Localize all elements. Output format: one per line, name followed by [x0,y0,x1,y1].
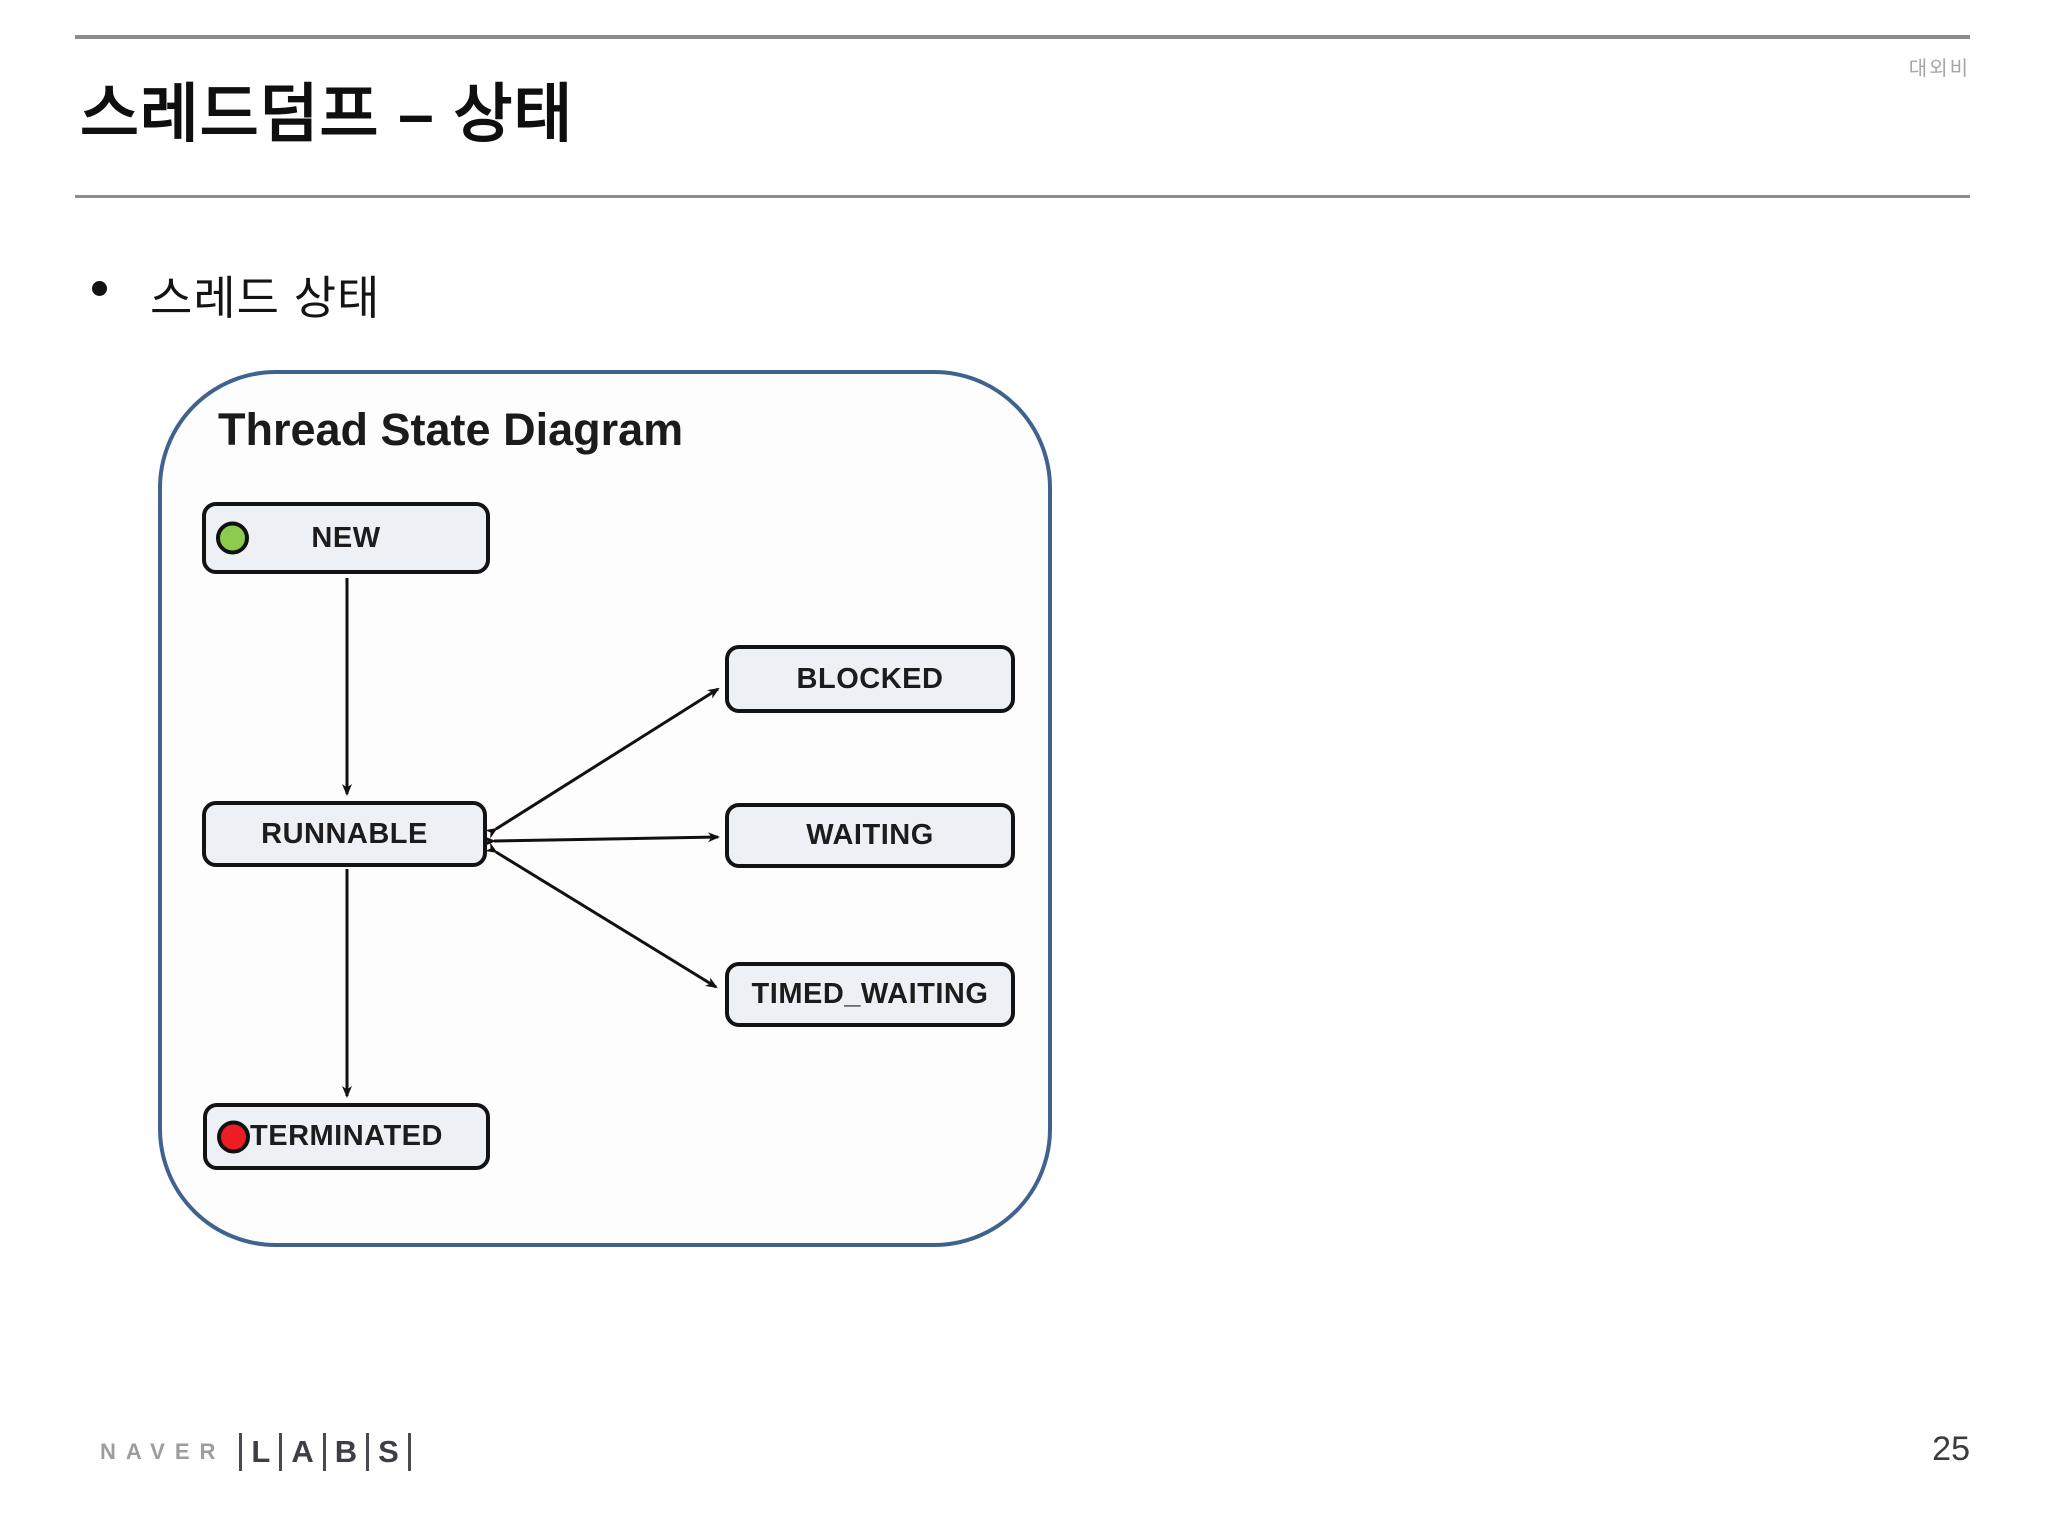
logo-labs-letter: S [366,1433,408,1471]
slide-title: 스레드덤프 – 상태 [80,78,574,150]
diagram-title: Thread State Diagram [218,404,684,455]
logo-naver-text: NAVER [100,1439,226,1464]
state-box-timed-waiting: TIMED_WAITING [725,962,1015,1027]
logo-labs-letter: A [279,1433,322,1471]
end-state-indicator-icon [217,1120,250,1153]
naver-labs-logo: NAVER L A B S [100,1433,411,1471]
logo-labs-letter: L [239,1433,279,1471]
state-box-terminated: TERMINATED [203,1103,490,1170]
state-box-blocked: BLOCKED [725,645,1015,713]
start-state-indicator-icon [216,521,249,555]
state-label: RUNNABLE [261,817,428,850]
page-number: 25 [1932,1430,1970,1468]
state-label: TERMINATED [250,1120,443,1152]
logo-labs-letter: B [322,1433,366,1471]
state-label: TIMED_WAITING [751,978,989,1010]
state-label: BLOCKED [796,662,944,695]
confidentiality-label: 대외비 [1908,58,1970,80]
logo-end-bar [407,1433,411,1471]
state-box-waiting: WAITING [725,803,1015,868]
title-rule [75,195,1970,198]
state-box-runnable: RUNNABLE [202,801,487,867]
state-label: NEW [311,521,381,554]
bullet-icon [92,281,107,296]
bullet-text: 스레드 상태 [150,272,381,324]
state-label: WAITING [806,819,934,851]
top-rule [75,35,1970,39]
state-box-new: NEW [202,502,490,574]
